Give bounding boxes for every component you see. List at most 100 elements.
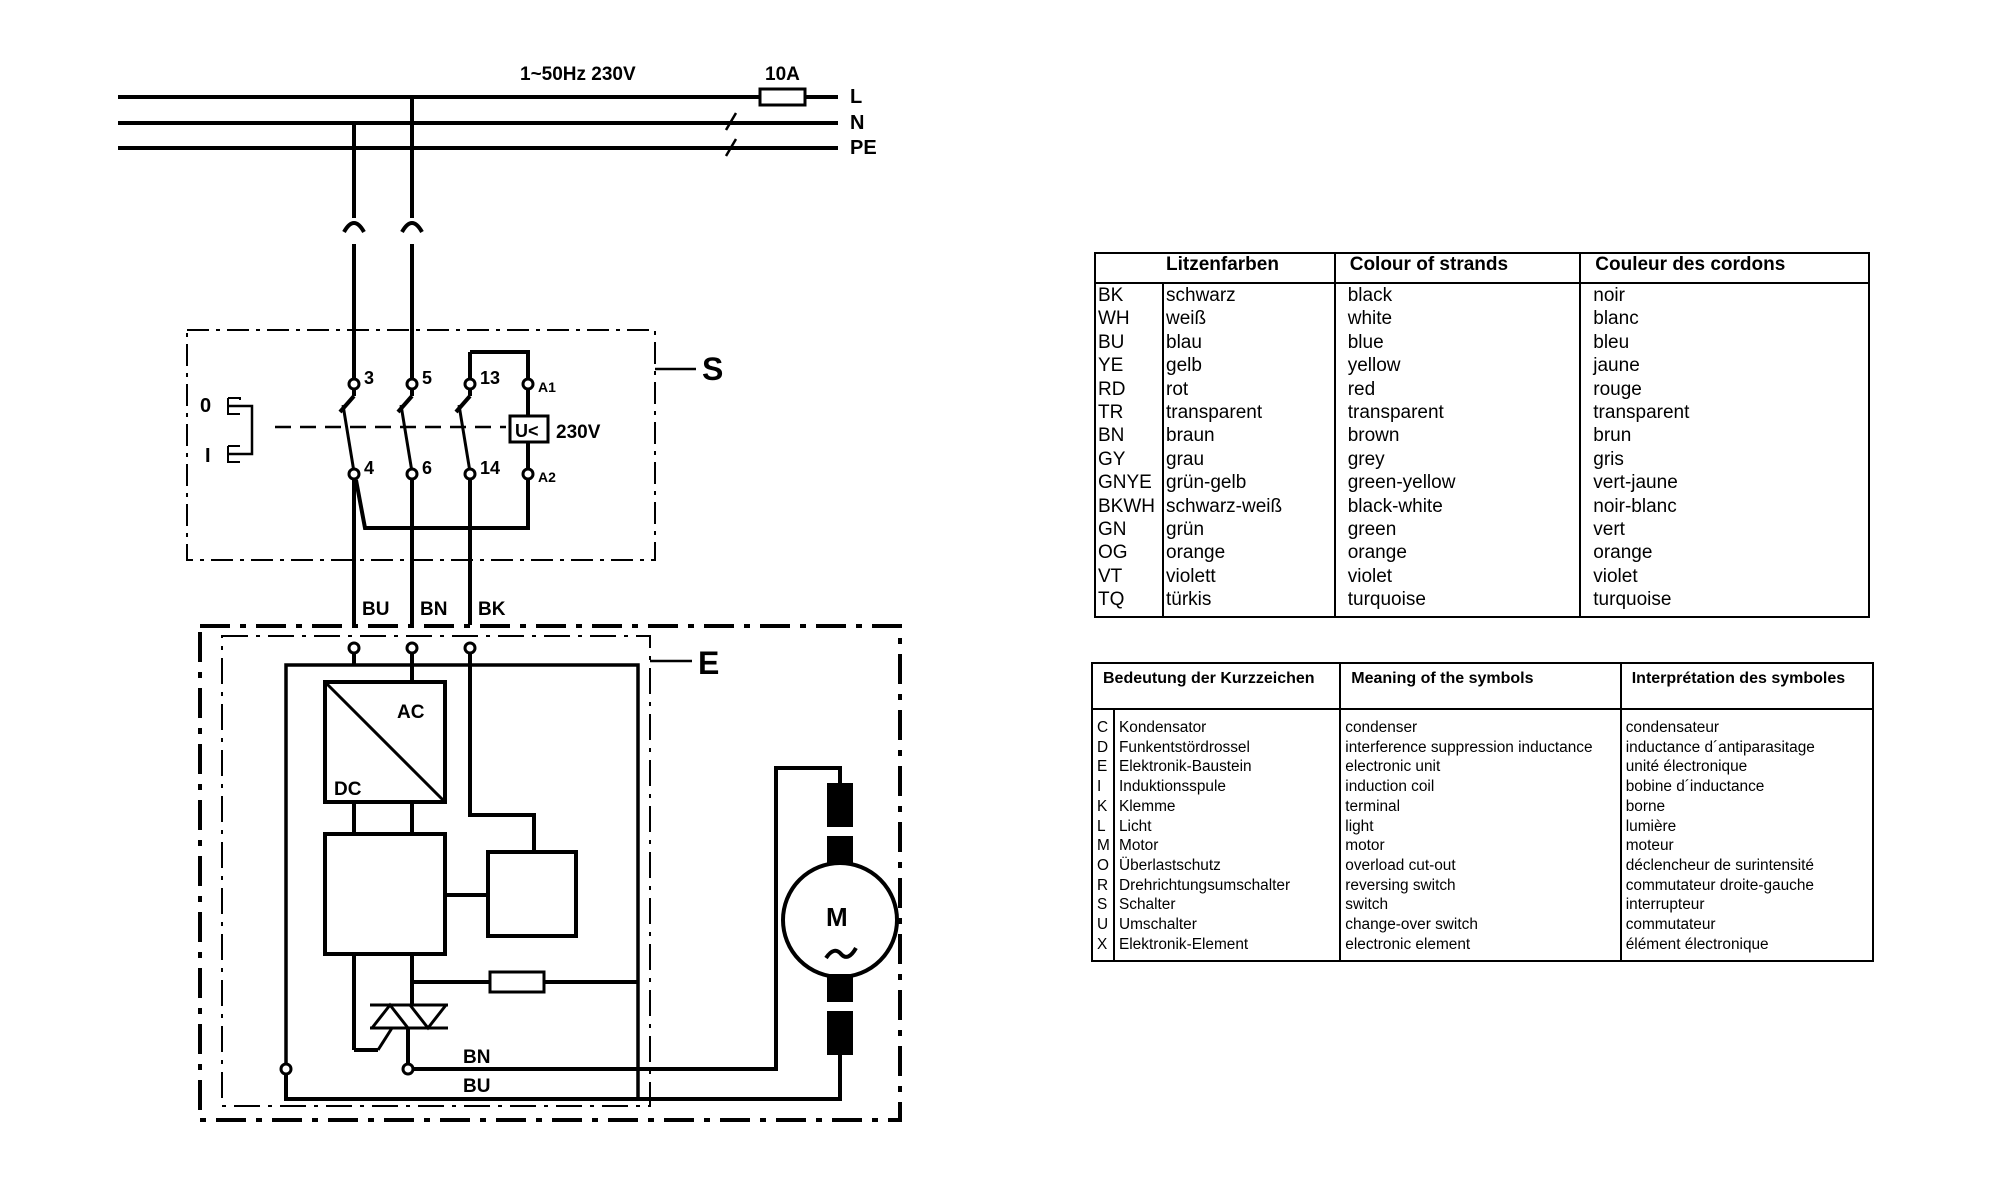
converter-dc-label: DC — [334, 779, 362, 800]
acdc-converter — [323, 680, 447, 804]
switch-label: S — [702, 351, 723, 387]
plug-contact-icon — [342, 221, 366, 234]
table-cell: orange — [1162, 541, 1335, 565]
table-cell: gris — [1579, 447, 1869, 472]
terminal-label: 6 — [422, 458, 432, 478]
terminal-label: 13 — [480, 368, 500, 388]
control-module — [323, 832, 447, 956]
table-cell: white — [1333, 307, 1581, 331]
table-cell: red — [1333, 377, 1581, 402]
table-cell: Überlastschutz — [1112, 855, 1341, 876]
table-cell: türkis — [1162, 588, 1335, 617]
table-cell: BK — [1098, 285, 1124, 306]
table-header: Bedeutung der Kurzzeichen — [1092, 663, 1341, 710]
coil-symbol-label: U< — [515, 421, 539, 441]
table-cell: TQ — [1098, 589, 1125, 611]
table-cell: interference suppression inductance — [1339, 737, 1621, 758]
table-cell: braun — [1162, 424, 1335, 448]
table-cell: vert-jaune — [1579, 471, 1869, 495]
table-cell: rouge — [1579, 377, 1869, 402]
table-cell: blanc — [1579, 307, 1869, 331]
table-cell: YE — [1098, 355, 1124, 377]
table-cell: noir-blanc — [1579, 494, 1869, 519]
table-cell: grün-gelb — [1162, 471, 1335, 495]
table-cell: E — [1097, 758, 1108, 776]
terminal-label: 4 — [364, 458, 374, 478]
table-header: Meaning of the symbols — [1339, 663, 1621, 710]
table-cell: GNYE — [1098, 472, 1152, 494]
table-cell: green-yellow — [1333, 471, 1581, 495]
table-cell: lumière — [1619, 816, 1873, 837]
terminal-label: 3 — [364, 368, 374, 388]
line-label-PE: PE — [850, 137, 877, 159]
fuse-label: 10A — [765, 64, 800, 85]
supply-rating-label: 1~50Hz 230V — [520, 64, 636, 85]
table-cell: unité électronique — [1619, 757, 1873, 778]
table-cell: brun — [1579, 424, 1869, 448]
table-cell: motor — [1339, 836, 1621, 856]
table-cell: RD — [1098, 378, 1126, 400]
table-cell: orange — [1333, 541, 1581, 565]
table-cell: déclencheur de surintensité — [1619, 855, 1873, 876]
terminal-label: A1 — [538, 379, 556, 395]
table-cell: blue — [1333, 330, 1581, 355]
table-cell: Elektronik-Baustein — [1112, 757, 1341, 778]
table-cell: noir — [1579, 283, 1869, 308]
table-cell: L — [1097, 817, 1106, 835]
table-cell: O — [1097, 856, 1109, 874]
table-cell: Klemme — [1112, 796, 1341, 817]
table-cell: jaune — [1579, 354, 1869, 378]
table-cell: transparent — [1579, 401, 1869, 425]
terminal-label: 14 — [480, 458, 500, 478]
line-label-L: L — [850, 86, 862, 108]
table-cell: black — [1333, 283, 1581, 308]
terminal-label: A2 — [538, 469, 556, 485]
line-label-N: N — [850, 112, 864, 134]
table-cell: reversing switch — [1339, 875, 1621, 896]
table-cell: OG — [1098, 542, 1128, 564]
table-cell: blau — [1162, 330, 1335, 355]
table-cell: turquoise — [1333, 588, 1581, 617]
table-cell: electronic element — [1339, 934, 1621, 962]
table-cell: I — [1097, 778, 1102, 796]
table-cell: TR — [1098, 402, 1124, 424]
table-cell: light — [1339, 816, 1621, 837]
table-cell: X — [1097, 935, 1108, 953]
table-cell: D — [1097, 738, 1109, 756]
table-cell: inductance d´antiparasitage — [1619, 737, 1873, 758]
electronic-unit-boundary — [198, 624, 902, 1122]
table-header: Interprétation des symboles — [1619, 663, 1873, 710]
symbol-meaning-table: Bedeutung der Kurzzeichen Meaning of the… — [1091, 662, 1874, 963]
table-cell: grey — [1333, 447, 1581, 472]
table-cell: Motor — [1112, 836, 1341, 856]
table-cell: Licht — [1112, 816, 1341, 837]
table-cell: vert — [1579, 518, 1869, 542]
table-cell: U — [1097, 916, 1109, 934]
table-cell: schwarz-weiß — [1162, 494, 1335, 519]
table-cell: Elektronik-Element — [1112, 934, 1341, 962]
table-cell: terminal — [1339, 796, 1621, 817]
table-cell: switch — [1339, 895, 1621, 916]
table-cell: M — [1097, 837, 1110, 855]
table-cell: yellow — [1333, 354, 1581, 378]
table-cell: rot — [1162, 377, 1335, 402]
table-cell: interrupteur — [1619, 895, 1873, 916]
converter-ac-label: AC — [397, 702, 425, 723]
table-cell: transparent — [1333, 401, 1581, 425]
table-cell: commutateur droite-gauche — [1619, 875, 1873, 896]
